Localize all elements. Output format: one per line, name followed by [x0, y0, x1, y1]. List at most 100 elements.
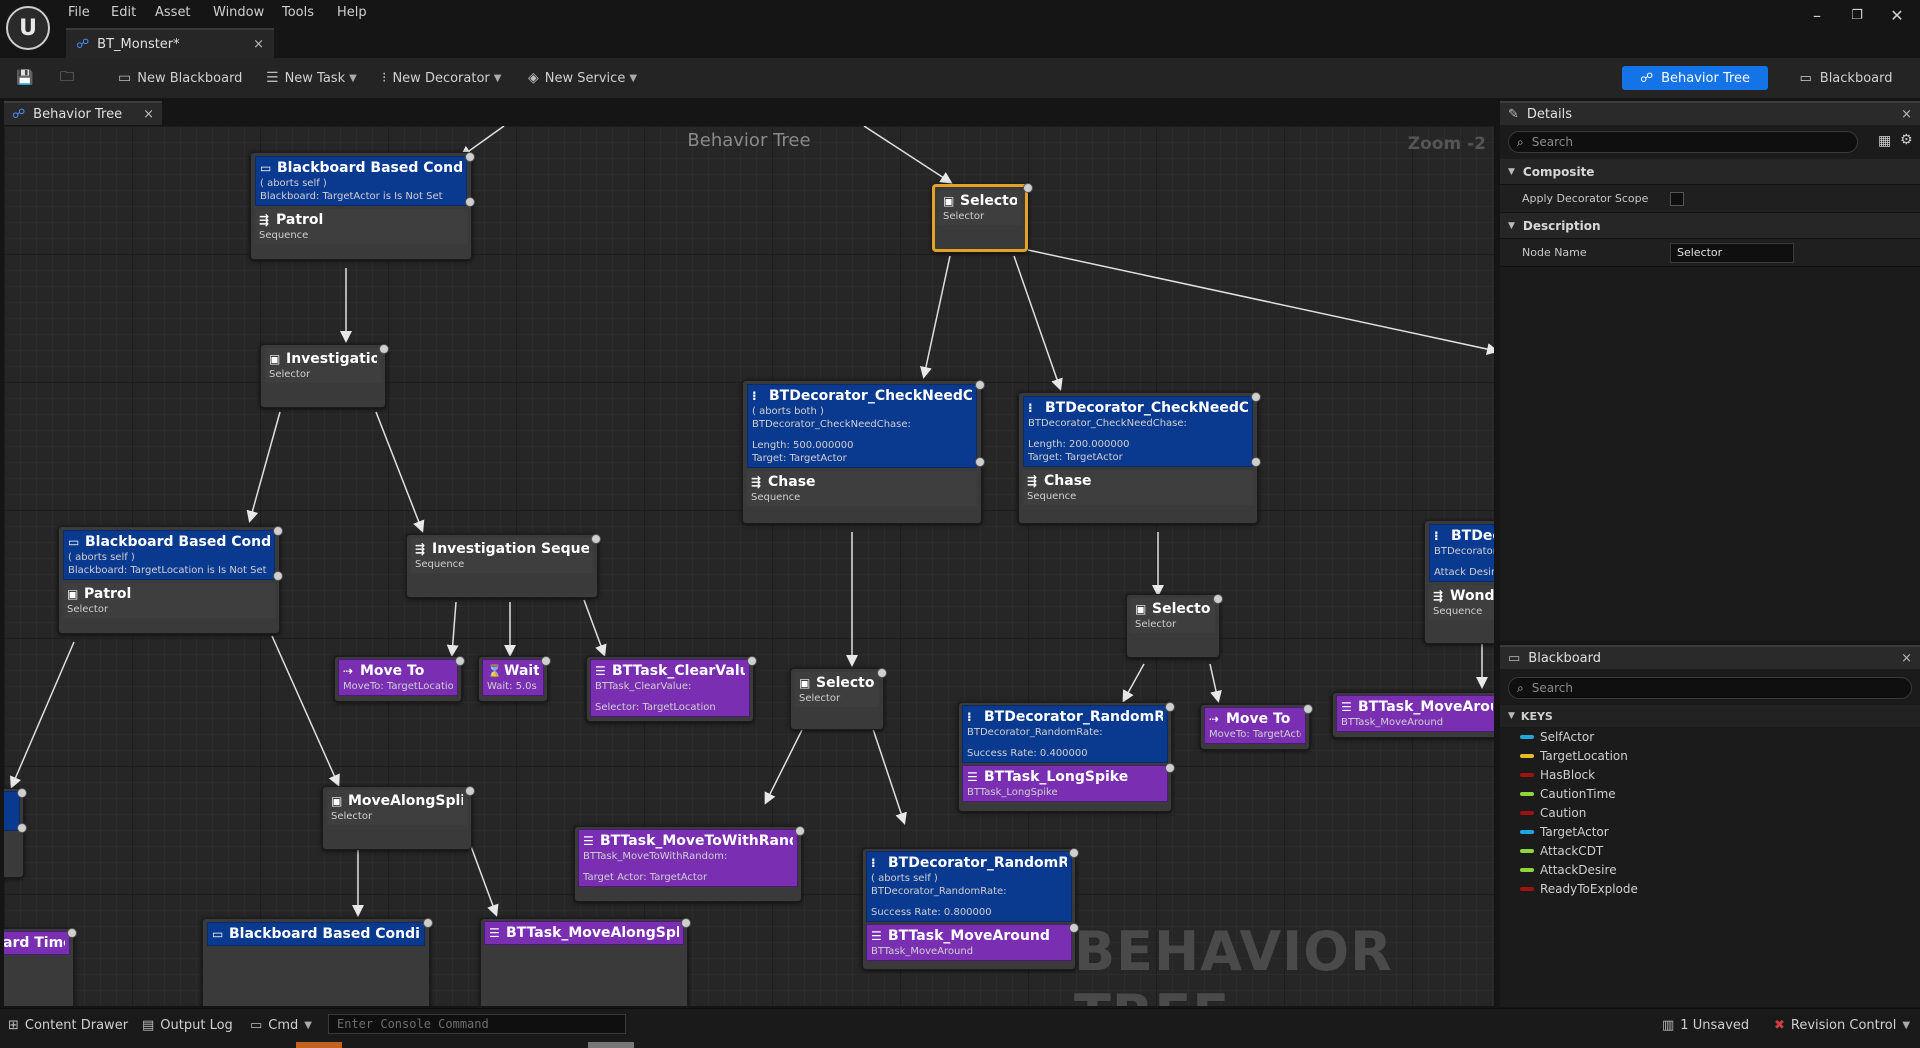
bt-task-move-along-spline[interactable]: ☰BTTask_MoveAlongSpline	[480, 918, 691, 1006]
mode-behavior-tree-button[interactable]: ☍ Behavior Tree	[1622, 66, 1768, 90]
unreal-logo-icon[interactable]: U	[6, 6, 50, 50]
blackboard-key-item[interactable]: SelfActor	[1500, 727, 1920, 746]
decorator-block[interactable]: ⁝BTDecorator_CheckNeedChase BTDecorator_…	[1023, 396, 1253, 467]
revision-control-button[interactable]: ✖ Revision Control ▼	[1774, 1009, 1910, 1041]
pin[interactable]	[1251, 392, 1261, 402]
bt-task-move-to-actor[interactable]: ⇢Move To MoveTo: TargetActor	[1200, 704, 1313, 750]
browse-icon[interactable]: 🗀	[60, 69, 74, 85]
decorator-block[interactable]: ⁝BTDecorator_RandomRate BTDecorator_Rand…	[962, 705, 1168, 763]
blackboard-key-item[interactable]: TargetActor	[1500, 822, 1920, 841]
close-icon[interactable]: ×	[1901, 650, 1912, 666]
task-block[interactable]: ☰BTTask_LongSpike BTTask_LongSpike	[962, 765, 1168, 802]
bt-node-move-around[interactable]: ⁝BTDecorator_RandomRate ( aborts self ) …	[862, 848, 1079, 970]
apply-decorator-scope-checkbox[interactable]	[1670, 191, 1684, 206]
blackboard-key-item[interactable]: AttackCDT	[1500, 841, 1920, 860]
pin[interactable]	[591, 534, 601, 544]
bt-node-wonder-partial[interactable]: ⁝BTDec BTDecorator_ Attack Desire ⇶Wonde…	[1424, 520, 1494, 644]
node-name-field[interactable]: Selector	[1670, 242, 1794, 263]
bt-node-patrol-sequence[interactable]: ▭Blackboard Based Condition ( aborts sel…	[250, 152, 475, 260]
pin[interactable]	[273, 526, 283, 536]
task-block[interactable]: ☰BTTask_MoveAlongSpline	[484, 921, 684, 945]
close-icon[interactable]: ×	[253, 36, 264, 52]
task-block[interactable]: ard Time	[4, 931, 70, 955]
decorator-block[interactable]: ⁝BTDec BTDecorator_ Attack Desire	[1429, 524, 1494, 582]
composite-block[interactable]: ⇶Wonde Sequence	[1429, 585, 1494, 620]
pin[interactable]	[1303, 704, 1313, 714]
new-blackboard-button[interactable]: ▭ New Blackboard	[118, 58, 242, 98]
bt-task-move-around-right[interactable]: ☰BTTask_MoveAround BTTask_MoveAround	[1332, 692, 1494, 738]
category-description[interactable]: ▼ Description	[1500, 213, 1920, 239]
decorator-block[interactable]: ⁝BTDecorator_CheckNeedChase ( aborts bot…	[747, 384, 977, 468]
bt-node-chase-200[interactable]: ⁝BTDecorator_CheckNeedChase BTDecorator_…	[1018, 392, 1261, 524]
decorator-block[interactable]: ▭Blackboard Based Condition ( aborts sel…	[255, 156, 467, 206]
close-icon[interactable]: ×	[143, 106, 154, 122]
pin[interactable]	[17, 823, 27, 833]
composite-block[interactable]: ⇶Chase Sequence	[747, 471, 977, 506]
menu-edit[interactable]: Edit	[111, 5, 137, 20]
pin[interactable]	[1165, 763, 1175, 773]
new-decorator-button[interactable]: ⁝ New Decorator ▼	[382, 58, 501, 98]
pin[interactable]	[465, 197, 475, 207]
cmd-dropdown[interactable]: ▭ Cmd ▼	[250, 1009, 312, 1041]
content-drawer-button[interactable]: ⊞ Content Drawer	[8, 1009, 128, 1041]
pin[interactable]	[541, 656, 551, 666]
pin[interactable]	[1069, 923, 1079, 933]
pin[interactable]	[975, 380, 985, 390]
blackboard-key-item[interactable]: AttackDesire	[1500, 860, 1920, 879]
composite-block[interactable]: ▣Selector Selector	[1131, 598, 1215, 633]
pin[interactable]	[67, 928, 77, 938]
pin[interactable]	[17, 788, 27, 798]
pin[interactable]	[795, 826, 805, 836]
task-block[interactable]: ⇢Move To MoveTo: TargetActor	[1204, 707, 1306, 744]
new-service-button[interactable]: ◈ New Service ▼	[528, 58, 637, 98]
task-block[interactable]: ⌛Wait Wait: 5.0s	[482, 659, 544, 696]
blackboard-key-item[interactable]: Caution	[1500, 803, 1920, 822]
bt-node-patrol-selector[interactable]: ▭Blackboard Based Condition ( aborts sel…	[58, 526, 283, 634]
bt-node-investigation[interactable]: ▣Investigation Selector	[260, 344, 389, 408]
decorator-block[interactable]: ▭Blackboard Based Condition	[207, 922, 425, 946]
task-block[interactable]: ⇢Move To MoveTo: TargetLocation	[338, 659, 458, 696]
menu-asset[interactable]: Asset	[155, 5, 191, 20]
pin[interactable]	[455, 656, 465, 666]
pin[interactable]	[1165, 702, 1175, 712]
document-tab-bt-monster[interactable]: ☍ BT_Monster* ×	[66, 28, 274, 58]
pin[interactable]	[273, 571, 283, 581]
task-block[interactable]: ☰BTTask_ClearValue BTTask_ClearValue: Se…	[590, 659, 750, 717]
composite-block[interactable]: ⇶Chase Sequence	[1023, 470, 1253, 505]
bt-node-selector[interactable]: ▣Selector Selector	[1126, 594, 1223, 658]
pin[interactable]	[1213, 594, 1223, 604]
task-block[interactable]: ☰BTTask_MoveAround BTTask_MoveAround	[1336, 695, 1494, 732]
composite-block[interactable]: ▣Investigation Selector	[265, 348, 381, 383]
close-window-icon[interactable]: ✕	[1890, 6, 1904, 25]
pin[interactable]	[681, 918, 691, 928]
category-composite[interactable]: ▼ Composite	[1500, 159, 1920, 185]
menu-window[interactable]: Window	[213, 5, 265, 20]
pin[interactable]	[1023, 183, 1033, 193]
blackboard-search-input[interactable]: ⌕ Search	[1508, 677, 1912, 699]
pin[interactable]	[747, 656, 757, 666]
blackboard-key-item[interactable]: CautionTime	[1500, 784, 1920, 803]
minimize-icon[interactable]: –	[1813, 6, 1821, 25]
graph-panel-tab[interactable]: ☍ Behavior Tree ×	[4, 101, 162, 125]
bt-task-move-to-with-random[interactable]: ☰BTTask_MoveToWithRandom BTTask_MoveToWi…	[574, 826, 805, 902]
decorator-block[interactable]: n	[4, 791, 20, 831]
behavior-tree-graph[interactable]: Behavior Tree Zoom -2 BEHAVIOR TREE ▭Bla…	[4, 126, 1494, 1006]
decorator-block[interactable]: ▭Blackboard Based Condition ( aborts sel…	[63, 530, 275, 580]
bt-node-bb-condition-bottom[interactable]: ▭Blackboard Based Condition	[202, 918, 433, 1006]
pin[interactable]	[465, 152, 475, 162]
pin[interactable]	[1251, 457, 1261, 467]
details-search-input[interactable]: ⌕ Search	[1508, 131, 1858, 153]
close-icon[interactable]: ×	[1901, 106, 1912, 122]
task-block[interactable]: ☰BTTask_MoveAround BTTask_MoveAround	[866, 924, 1072, 961]
bt-node-partial-bottom-left[interactable]: ard Time	[4, 928, 77, 1006]
bt-task-move-to-location[interactable]: ⇢Move To MoveTo: TargetLocation	[334, 656, 465, 702]
bt-node-chase-500[interactable]: ⁝BTDecorator_CheckNeedChase ( aborts bot…	[742, 380, 985, 524]
blackboard-key-item[interactable]: TargetLocation	[1500, 746, 1920, 765]
console-command-input[interactable]: Enter Console Command	[328, 1014, 626, 1034]
details-tab[interactable]: ✎ Details ×	[1500, 101, 1920, 125]
keys-header[interactable]: ▼ KEYS	[1500, 705, 1920, 727]
pin[interactable]	[877, 668, 887, 678]
blackboard-key-item[interactable]: HasBlock	[1500, 765, 1920, 784]
menu-help[interactable]: Help	[337, 5, 367, 20]
mode-blackboard-button[interactable]: ▭ Blackboard	[1798, 66, 1894, 90]
